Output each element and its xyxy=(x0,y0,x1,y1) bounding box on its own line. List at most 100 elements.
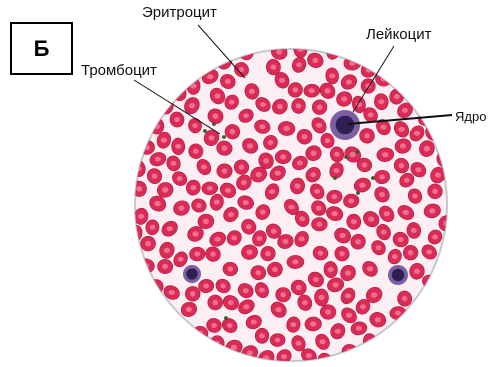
erythrocyte-center xyxy=(265,251,271,256)
erythrocyte-center xyxy=(150,225,156,230)
leukocyte-label: Лейкоцит xyxy=(366,26,431,43)
erythrocyte-center xyxy=(311,150,317,156)
erythrocyte-center xyxy=(214,93,220,98)
erythrocyte-center xyxy=(345,270,351,275)
erythrocyte-center xyxy=(175,144,181,149)
erythrocyte-center xyxy=(302,300,308,305)
platelet-icon xyxy=(371,176,375,180)
erythrocyte-center xyxy=(280,154,286,159)
erythrocyte-center xyxy=(350,152,356,158)
erythrocyte-center xyxy=(201,165,207,170)
erythrocyte-center xyxy=(310,172,316,177)
erythrocyte-center xyxy=(259,333,265,338)
erythrocyte-center xyxy=(371,292,377,298)
panel-letter: Б xyxy=(34,36,50,62)
erythrocyte-center xyxy=(282,239,288,244)
erythrocyte-center xyxy=(222,168,228,174)
erythrocyte-center xyxy=(249,89,255,94)
erythrocyte-center xyxy=(333,282,339,287)
erythrocyte-center xyxy=(316,222,322,227)
erythrocyte-center xyxy=(192,123,198,128)
erythrocyte-center xyxy=(299,237,305,242)
nucleus-label: Ядро xyxy=(455,109,486,124)
erythrocyte-center xyxy=(294,183,300,188)
erythrocyte-center xyxy=(221,145,227,151)
erythrocyte-center xyxy=(161,138,167,143)
erythrocyte-center xyxy=(189,103,195,108)
erythrocyte-center xyxy=(255,270,261,275)
erythrocyte-center xyxy=(203,219,209,225)
erythrocyte-center xyxy=(243,288,249,293)
erythrocyte-center xyxy=(228,212,234,217)
platelet-icon xyxy=(355,150,359,154)
erythrocyte-center xyxy=(348,198,354,203)
erythrocyte-center xyxy=(259,124,265,129)
erythrocyte-center xyxy=(331,211,337,216)
erythrocyte-center xyxy=(345,293,351,298)
erythrocyte-center xyxy=(381,230,387,235)
erythrocyte-center xyxy=(155,157,161,162)
erythrocyte-center xyxy=(424,146,430,152)
erythrocyte-center xyxy=(220,284,226,289)
erythrocyte-center xyxy=(426,250,432,255)
platelet-icon xyxy=(333,176,337,180)
erythrocyte-center xyxy=(379,192,385,197)
erythrocyte-center xyxy=(169,290,175,295)
erythrocyte-center xyxy=(351,219,357,224)
erythrocyte-center xyxy=(415,167,421,172)
erythrocyte-center xyxy=(260,102,266,107)
erythrocyte-center xyxy=(155,201,161,207)
erythrocyte-center xyxy=(318,251,324,256)
erythrocyte-center xyxy=(297,161,303,166)
erythrocyte-center xyxy=(330,48,336,53)
erythrocyte-center xyxy=(400,143,406,148)
erythrocyte-center xyxy=(309,88,315,93)
erythrocyte-center xyxy=(362,162,368,167)
erythrocyte-center xyxy=(246,249,252,255)
erythrocyte-center xyxy=(402,296,408,301)
erythrocyte-center xyxy=(207,186,213,191)
erythrocyte-center xyxy=(209,135,215,140)
erythrocyte-center xyxy=(432,235,438,240)
erythrocyte-center xyxy=(228,266,234,271)
erythrocyte-center xyxy=(243,200,249,205)
erythrocyte-center xyxy=(193,149,199,154)
erythrocyte-center xyxy=(230,129,236,135)
platelet-icon xyxy=(212,122,216,126)
erythrocyte-center xyxy=(269,189,275,194)
erythrocyte-center xyxy=(275,171,281,176)
erythrocyte-center xyxy=(174,117,180,122)
platelet-icon xyxy=(356,191,360,195)
erythrocyte-center xyxy=(346,313,352,318)
erythrocyte-center xyxy=(280,292,286,297)
erythrocyte-center xyxy=(367,266,373,271)
erythrocyte-center xyxy=(376,245,382,250)
erythrocyte-center xyxy=(225,188,231,193)
leukocyte-nucleus xyxy=(336,116,355,135)
erythrocyte-center xyxy=(441,157,447,162)
erythrocyte-center xyxy=(136,186,142,192)
erythrocyte-center xyxy=(296,62,302,67)
leukocyte-nucleus xyxy=(392,269,404,281)
erythrocyte-center xyxy=(333,168,339,173)
erythrocyte-center xyxy=(145,241,151,247)
erythrocyte-center xyxy=(356,326,362,331)
erythrocyte-center xyxy=(296,341,302,346)
erythrocyte-center xyxy=(138,214,144,219)
erythrocyte-center xyxy=(384,211,390,216)
erythrocyte-center xyxy=(382,152,388,157)
erythrocyte-center xyxy=(214,200,220,205)
erythrocyte-center xyxy=(394,94,400,99)
erythrocyte-center xyxy=(190,291,196,297)
erythrocyte-center xyxy=(316,123,322,128)
erythrocyte-center xyxy=(392,254,398,259)
erythrocyte-center xyxy=(171,161,177,166)
erythrocyte-center xyxy=(296,103,302,108)
erythrocyte-center xyxy=(275,338,281,343)
erythrocyte-center xyxy=(334,152,340,157)
erythrocyte-center xyxy=(247,143,253,148)
erythrocyte-center xyxy=(196,203,202,208)
erythrocyte-center xyxy=(398,127,404,132)
